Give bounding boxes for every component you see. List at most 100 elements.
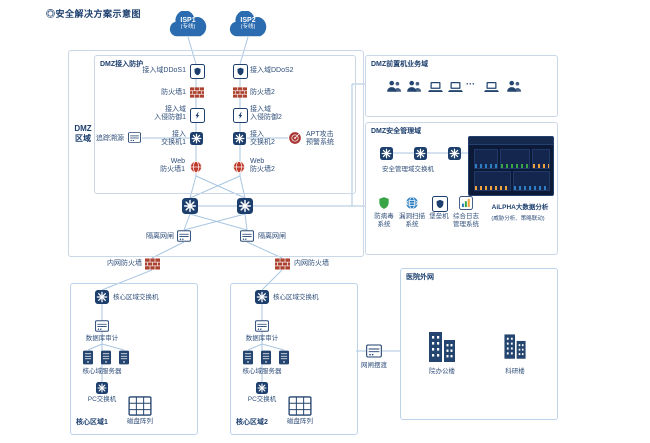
core1-switch-icon bbox=[95, 290, 109, 304]
antivirus-label: 防病毒 系统 bbox=[374, 213, 394, 228]
hospital-external-box: 医院外网 bbox=[400, 268, 558, 420]
core2-name-label: 核心区域2 bbox=[236, 419, 268, 426]
intrusion-prevention-icon bbox=[236, 111, 245, 120]
shield-icon bbox=[193, 67, 202, 76]
server-icon bbox=[260, 350, 272, 365]
web-firewall2-icon bbox=[232, 160, 246, 174]
page-title: ◎安全解决方案示意图 bbox=[46, 9, 142, 19]
server-icon bbox=[82, 350, 94, 365]
isolation-gap2-label: 隔离网闸 bbox=[258, 233, 286, 240]
business-ellipsis: ··· bbox=[466, 79, 475, 89]
web-firewall1-icon bbox=[189, 160, 203, 174]
mgmt-switch-icon bbox=[414, 147, 427, 160]
laptop-icon bbox=[428, 81, 443, 93]
internal-firewall2-label: 内网防火墙 bbox=[294, 260, 329, 267]
trace-label: 追踪溯源 bbox=[96, 135, 124, 142]
business-domain-title: DMZ前置机业务域 bbox=[371, 61, 429, 68]
firewall1-icon bbox=[190, 87, 204, 98]
core-area1-box bbox=[70, 283, 198, 435]
mgmt-switch-label: 安全管理域交换机 bbox=[382, 166, 434, 173]
trace-device-icon bbox=[128, 132, 141, 143]
web-firewall2-label: Web 防火墙2 bbox=[250, 158, 275, 174]
apt-warning-label: APT攻击 预警系统 bbox=[306, 131, 334, 147]
dmz-access-box: DMZ接入防护 bbox=[94, 55, 356, 194]
firewall1-label: 防火墙1 bbox=[161, 89, 186, 96]
isolation-gap1-icon bbox=[177, 230, 191, 242]
mgmt-domain-title: DMZ安全管理域 bbox=[371, 128, 422, 135]
core2-db-audit-label: 数据库审计 bbox=[245, 335, 279, 342]
isolation-gap2-icon bbox=[240, 230, 254, 242]
research-building-label: 科研楼 bbox=[505, 368, 525, 375]
web-firewall1-label: Web 防火墙1 bbox=[160, 158, 185, 174]
isp2-sub-label: (专线) bbox=[240, 23, 256, 30]
bastion-shield-icon bbox=[435, 199, 445, 209]
isp1-label: ISP1 bbox=[180, 17, 196, 24]
ferry-gap-icon bbox=[366, 344, 382, 358]
mgmt-switch-icon bbox=[448, 147, 461, 160]
internal-firewall1-icon bbox=[145, 258, 160, 270]
ddos2-node bbox=[233, 64, 248, 79]
access-switch1-icon bbox=[190, 132, 203, 145]
shield-icon bbox=[236, 67, 245, 76]
core2-pc-switch-icon bbox=[256, 382, 268, 394]
ips2-node bbox=[233, 108, 248, 123]
core2-servers-label: 核心域服务器 bbox=[242, 368, 282, 375]
ddos2-label: 接入域DDoS2 bbox=[250, 67, 294, 74]
core1-db-audit-label: 数据库审计 bbox=[85, 335, 119, 342]
core1-pc-switch-label: PC交换机 bbox=[87, 396, 117, 403]
core2-disk-array-icon bbox=[288, 396, 312, 416]
core2-switch-icon bbox=[255, 290, 269, 304]
core2-db-audit-icon bbox=[255, 320, 269, 332]
office-building-icon bbox=[426, 328, 458, 362]
bastion-label: 堡垒机 bbox=[429, 213, 449, 220]
isp2-label: ISP2 bbox=[240, 17, 256, 24]
office-building-label: 院办公楼 bbox=[429, 368, 455, 375]
laptop-icon bbox=[484, 81, 499, 93]
log-system-icon bbox=[459, 196, 473, 210]
core1-db-audit-icon bbox=[95, 320, 109, 332]
access-switch2-label: 接入 交换机2 bbox=[250, 131, 275, 147]
ips2-label: 接入域 入侵防御2 bbox=[250, 106, 282, 122]
vuln-scan-label: 漏洞扫描 系统 bbox=[399, 213, 425, 228]
log-system-label: 综合日志 管理系统 bbox=[453, 213, 479, 228]
firewall2-icon bbox=[233, 87, 247, 98]
core1-name-label: 核心区域1 bbox=[76, 419, 108, 426]
core1-switch-label: 核心区域交换机 bbox=[113, 294, 159, 301]
users-icon bbox=[406, 79, 422, 93]
dmz-zone-box bbox=[68, 50, 364, 257]
users-icon bbox=[386, 79, 402, 93]
hospital-external-title: 医院外网 bbox=[406, 274, 434, 281]
core-area2-box bbox=[230, 283, 358, 435]
isp1-sub-label: (专线) bbox=[180, 23, 196, 30]
core1-pc-switch-icon bbox=[96, 382, 108, 394]
ailpha-title: AiLPHA大数据分析 bbox=[491, 204, 549, 211]
research-building-icon bbox=[502, 328, 528, 362]
ailpha-subtitle: (威胁分析、策略联动) bbox=[491, 216, 545, 222]
bastion-node bbox=[432, 196, 448, 212]
ddos1-label: 接入域DDoS1 bbox=[142, 67, 186, 74]
core-dmz-switch-right-icon bbox=[237, 198, 253, 214]
antivirus-shield-icon bbox=[377, 196, 391, 210]
intrusion-prevention-icon bbox=[193, 111, 202, 120]
server-icon bbox=[242, 350, 254, 365]
core2-pc-switch-label: PC交换机 bbox=[247, 396, 277, 403]
access-switch1-label: 接入 交换机1 bbox=[161, 131, 186, 147]
internal-firewall2-icon bbox=[275, 258, 290, 270]
core1-disk-array-label: 磁盘阵列 bbox=[127, 418, 153, 425]
access-switch2-icon bbox=[233, 132, 246, 145]
server-icon bbox=[100, 350, 112, 365]
business-domain-box: DMZ前置机业务域 bbox=[365, 55, 558, 117]
internal-firewall1-label: 内网防火墙 bbox=[107, 260, 142, 267]
core2-switch-label: 核心区域交换机 bbox=[273, 294, 319, 301]
server-icon bbox=[118, 350, 130, 365]
server-icon bbox=[278, 350, 290, 365]
dmz-zone-label: DMZ 区域 bbox=[74, 124, 92, 143]
isp2-cloud: ISP2 (专线) bbox=[228, 11, 268, 38]
ferry-label: 网闸摆渡 bbox=[361, 362, 387, 369]
ips1-label: 接入域 入侵防御1 bbox=[154, 106, 186, 122]
ailpha-dashboard-preview bbox=[468, 136, 554, 196]
dmz-access-title: DMZ接入防护 bbox=[100, 61, 144, 68]
vuln-scan-globe-icon bbox=[405, 196, 419, 210]
mgmt-switch-icon bbox=[380, 147, 393, 160]
